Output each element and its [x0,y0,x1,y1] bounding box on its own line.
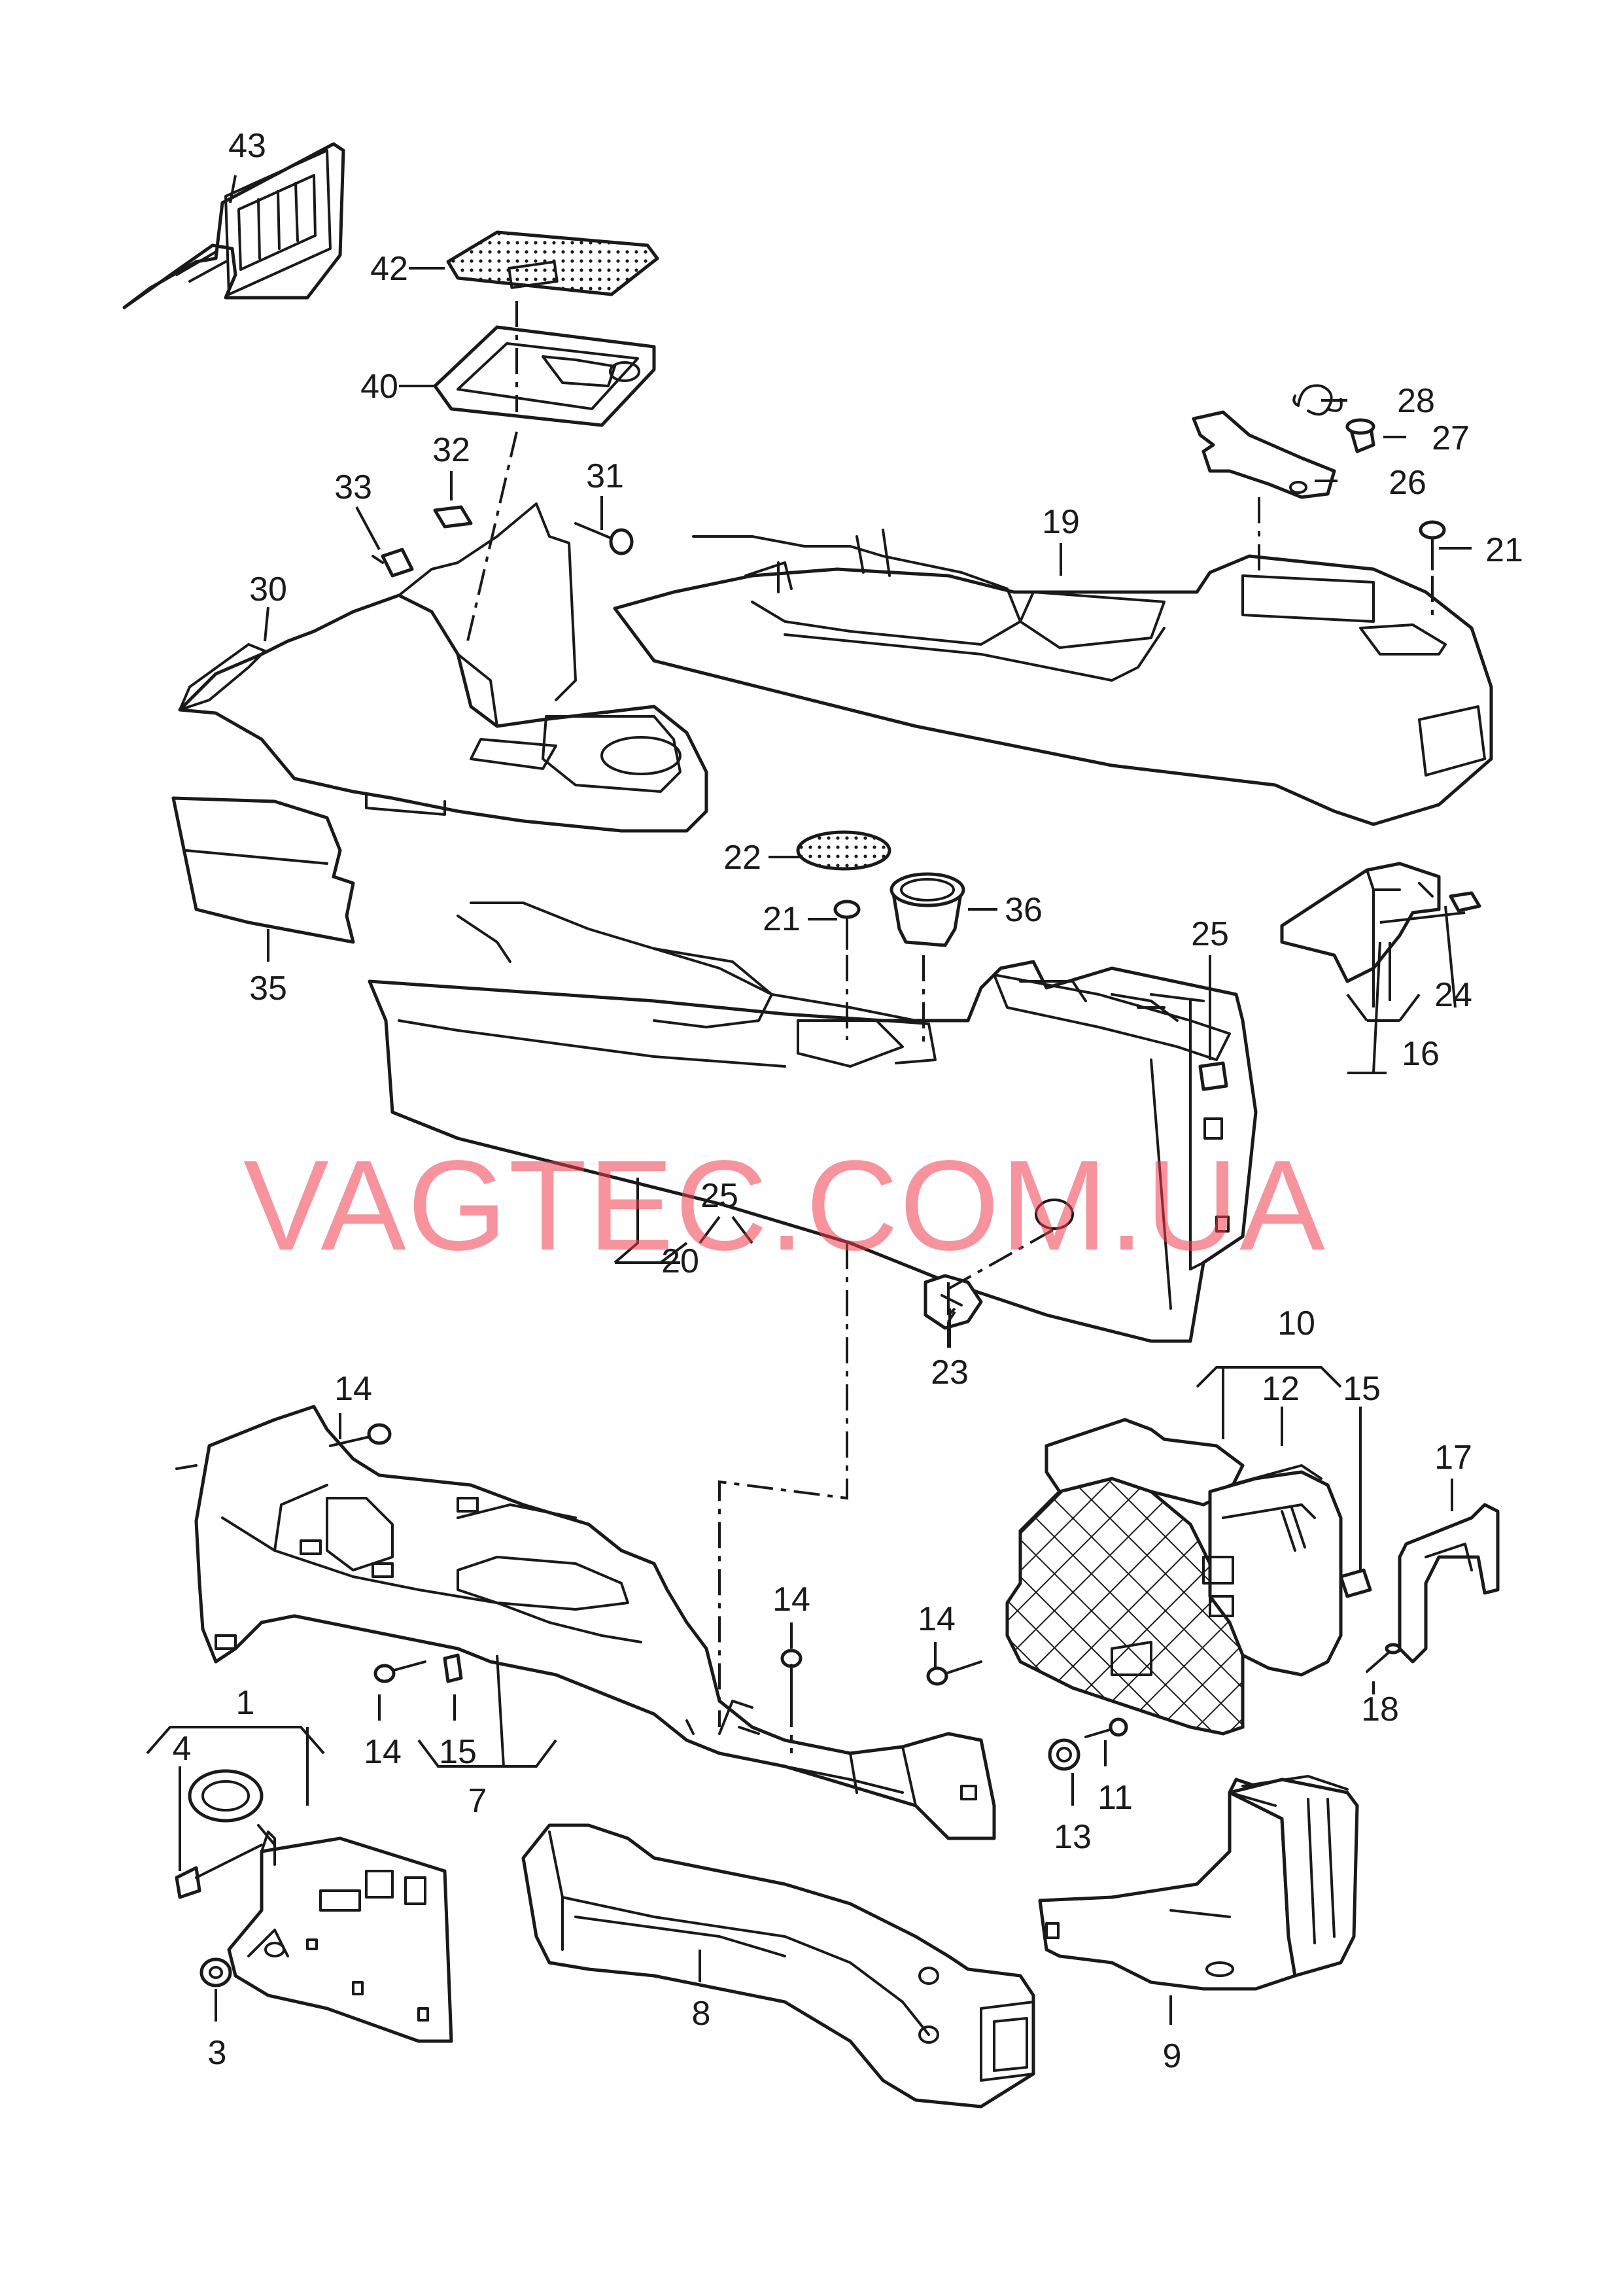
callout-11: 11 [1097,1779,1133,1817]
part-19-rear-console-trim [613,529,1493,826]
callout-22: 22 [723,839,761,877]
leader-lines [146,175,1472,2025]
part-15-nut-left [443,1653,463,1683]
part-36-cup-insert [890,872,965,947]
callout-4: 4 [173,1730,192,1768]
callout-24: 24 [1434,976,1472,1014]
callout-43: 43 [228,127,266,165]
callout-31: 31 [586,457,624,495]
callout-7: 7 [468,1782,487,1820]
part-18-pin [1366,1643,1402,1673]
part-20-console-body [368,902,1258,1343]
part-25-clip [1198,1061,1228,1091]
callout-35: 35 [249,970,287,1007]
assembly-lines [466,301,1434,1753]
part-42-tray-mat [446,230,659,296]
callout-18: 18 [1361,1691,1399,1728]
callout-30: 30 [249,570,287,608]
part-1-side-panel [188,1769,453,2043]
callout-15-right: 15 [1343,1370,1381,1408]
callout-labels: 43 42 40 28 27 26 21 19 31 32 33 30 35 2… [173,127,1523,2075]
callout-16: 16 [1402,1035,1440,1073]
part-14-screw-b [373,1660,426,1683]
callout-40: 40 [360,368,398,406]
callout-15-left: 15 [439,1733,477,1771]
callout-23: 23 [931,1354,969,1392]
part-32-speed-nut [433,505,473,529]
watermark-text: VAGTEC.COM.UA [243,1134,1326,1277]
part-8-air-duct [521,1823,1035,2109]
callout-20: 20 [661,1242,699,1280]
part-30-front-console [178,502,708,833]
callout-33: 33 [334,468,372,506]
part-13-nut [1048,1738,1080,1771]
part-9-air-duct [1038,1775,1359,1991]
callout-14-right: 14 [918,1600,956,1638]
callout-21-lower: 21 [763,900,801,938]
part-7-console-carrier [175,1405,996,1840]
part-3-nut [199,1957,232,1988]
callout-3: 3 [208,2034,227,2072]
callout-14-bottom-left: 14 [364,1733,402,1771]
part-14-screw-c [780,1649,803,1702]
part-11-screw [1084,1717,1128,1738]
callout-14-center: 14 [772,1581,810,1619]
callout-32: 32 [432,431,470,469]
part-4-clip [175,1844,263,1899]
callout-26: 26 [1389,464,1426,502]
part-27-rivet [1345,418,1375,453]
part-24-clip [1449,891,1481,913]
part-43-switch-bezel [122,142,345,309]
callout-9: 9 [1163,2037,1182,2075]
part-22-round-cap [796,830,891,871]
part-17-side-bracket [1398,1503,1500,1664]
callout-28: 28 [1397,382,1435,420]
part-40-storage-tray [433,325,656,427]
callout-25-right: 25 [1191,915,1229,953]
callout-19: 19 [1042,503,1080,541]
part-26-trim-piece [1192,410,1336,499]
part-15-nut-right [1339,1568,1372,1598]
callout-10: 10 [1277,1305,1315,1342]
part-35-side-trim [171,796,355,944]
callout-27: 27 [1432,419,1470,457]
part-16-bracket [1280,862,1441,983]
part-31-screw [574,522,634,555]
part-21-screw-upper [1419,520,1446,570]
part-33-clip [371,548,414,578]
callout-1: 1 [236,1684,255,1722]
callout-17: 17 [1434,1439,1472,1477]
callout-36: 36 [1005,891,1043,929]
part-10-insulated-bracket [1005,1418,1343,1736]
callout-14-top-left: 14 [334,1370,372,1408]
part-21-screw-lower [833,900,861,950]
callout-21-upper: 21 [1485,531,1523,569]
callout-42: 42 [370,250,408,288]
part-23-cover-cap [924,1274,983,1330]
part-14-screw-a [329,1423,392,1447]
callout-13: 13 [1054,1818,1092,1856]
callout-25-center: 25 [700,1177,738,1215]
part-14-screw-d [926,1660,982,1686]
callout-12: 12 [1262,1370,1300,1408]
callout-8: 8 [692,1995,711,2033]
